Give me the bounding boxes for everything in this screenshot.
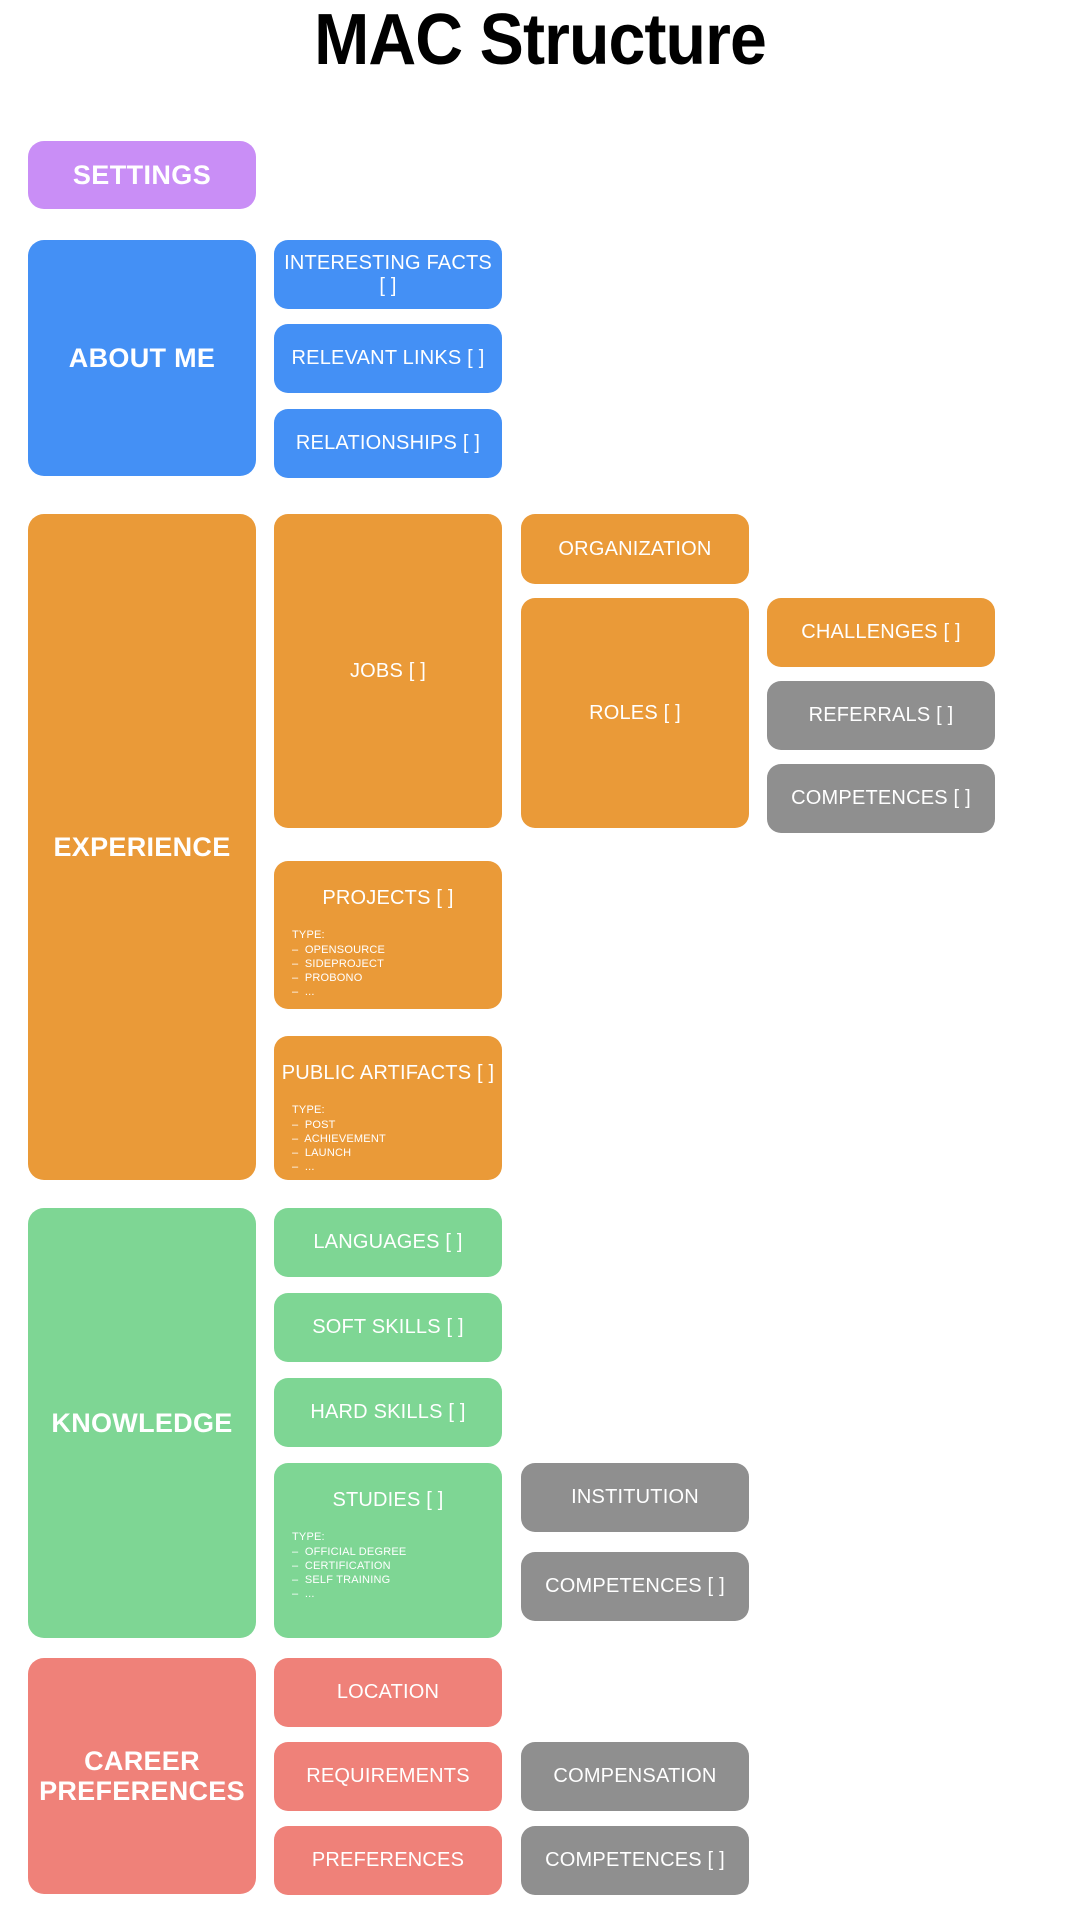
- node-experience-competences[interactable]: COMPETENCES [ ]: [767, 764, 995, 833]
- node-studies-type-item: – CERTIFICATION: [292, 1560, 391, 1573]
- node-projects-type-list: TYPE: – OPENSOURCE – SIDEPROJECT – PROBO…: [292, 928, 502, 999]
- node-projects-type-item: – SIDEPROJECT: [292, 958, 385, 971]
- node-settings[interactable]: SETTINGS: [28, 141, 256, 209]
- node-location[interactable]: LOCATION: [274, 1658, 502, 1727]
- node-institution-label: INSTITUTION: [571, 1486, 699, 1508]
- node-public-artifacts[interactable]: PUBLIC ARTIFACTS [ ] TYPE: – POST – ACHI…: [274, 1036, 502, 1180]
- node-location-label: LOCATION: [336, 1681, 440, 1703]
- node-relevant-links[interactable]: RELEVANT LINKS [ ]: [274, 324, 502, 393]
- node-career-preferences[interactable]: CAREER PREFERENCES: [28, 1658, 256, 1894]
- node-roles[interactable]: ROLES [ ]: [521, 598, 749, 828]
- node-languages-label: LANGUAGES [ ]: [313, 1231, 463, 1253]
- page-title: MAC Structure: [314, 0, 767, 80]
- node-knowledge[interactable]: KNOWLEDGE: [28, 1208, 256, 1638]
- node-public-artifacts-type-item: – ...: [292, 1161, 315, 1174]
- node-public-artifacts-type-item: – ACHIEVEMENT: [292, 1133, 386, 1146]
- node-studies-label: STUDIES [ ]: [332, 1489, 444, 1511]
- node-hard-skills-label: HARD SKILLS [ ]: [310, 1401, 466, 1423]
- node-studies[interactable]: STUDIES [ ] TYPE: – OFFICIAL DEGREE – CE…: [274, 1463, 502, 1638]
- node-challenges[interactable]: CHALLENGES [ ]: [767, 598, 995, 667]
- node-hard-skills[interactable]: HARD SKILLS [ ]: [274, 1378, 502, 1447]
- node-referrals-label: REFERRALS [ ]: [808, 704, 954, 726]
- node-career-preferences-label-line2: PREFERENCES: [39, 1776, 245, 1806]
- node-experience-competences-label: COMPETENCES [ ]: [791, 787, 971, 809]
- node-studies-type-item: – OFFICIAL DEGREE: [292, 1546, 407, 1559]
- node-languages[interactable]: LANGUAGES [ ]: [274, 1208, 502, 1277]
- node-public-artifacts-type-item: – POST: [292, 1119, 336, 1132]
- node-organization-label: ORGANIZATION: [558, 537, 712, 560]
- node-projects-type-item: – PROBONO: [292, 972, 363, 985]
- node-interesting-facts[interactable]: INTERESTING FACTS [ ]: [274, 240, 502, 309]
- node-settings-label: SETTINGS: [72, 159, 212, 190]
- node-knowledge-competences-label: COMPETENCES [ ]: [545, 1575, 725, 1597]
- node-jobs[interactable]: JOBS [ ]: [274, 514, 502, 828]
- node-projects-type-item: – OPENSOURCE: [292, 944, 386, 957]
- node-projects[interactable]: PROJECTS [ ] TYPE: – OPENSOURCE – SIDEPR…: [274, 861, 502, 1009]
- node-compensation[interactable]: COMPENSATION: [521, 1742, 749, 1811]
- node-career-preferences-label-line1: CAREER: [84, 1745, 200, 1776]
- node-preferences-label: PREFERENCES: [311, 1849, 465, 1871]
- node-career-competences-label: COMPETENCES [ ]: [545, 1849, 725, 1871]
- node-public-artifacts-type-heading: TYPE:: [292, 1104, 325, 1116]
- node-public-artifacts-label: PUBLIC ARTIFACTS [ ]: [281, 1062, 495, 1084]
- node-studies-type-heading: TYPE:: [292, 1531, 325, 1543]
- node-studies-type-item: – SELF TRAINING: [292, 1574, 391, 1587]
- node-projects-type-heading: TYPE:: [292, 929, 325, 941]
- node-challenges-label: CHALLENGES [ ]: [801, 621, 961, 643]
- node-soft-skills[interactable]: SOFT SKILLS [ ]: [274, 1293, 502, 1362]
- node-experience[interactable]: EXPERIENCE: [28, 514, 256, 1180]
- node-about-me-label: ABOUT ME: [68, 342, 216, 373]
- node-projects-label: PROJECTS [ ]: [322, 887, 454, 909]
- node-interesting-facts-label: INTERESTING FACTS [ ]: [284, 251, 492, 297]
- node-compensation-label: COMPENSATION: [553, 1765, 717, 1787]
- node-requirements[interactable]: REQUIREMENTS: [274, 1742, 502, 1811]
- node-studies-type-item: – ...: [292, 1588, 315, 1601]
- node-public-artifacts-type-item: – LAUNCH: [292, 1147, 352, 1160]
- node-roles-label: ROLES [ ]: [589, 701, 681, 724]
- node-relationships[interactable]: RELATIONSHIPS [ ]: [274, 409, 502, 478]
- node-career-preferences-label: CAREER PREFERENCES: [39, 1746, 245, 1806]
- node-knowledge-label: KNOWLEDGE: [51, 1407, 233, 1438]
- node-requirements-label: REQUIREMENTS: [306, 1765, 470, 1787]
- node-public-artifacts-type-list: TYPE: – POST – ACHIEVEMENT – LAUNCH – ..…: [292, 1103, 502, 1174]
- node-relevant-links-label: RELEVANT LINKS [ ]: [291, 347, 485, 369]
- node-projects-type-item: – ...: [292, 986, 315, 999]
- node-studies-type-list: TYPE: – OFFICIAL DEGREE – CERTIFICATION …: [292, 1530, 502, 1601]
- node-organization[interactable]: ORGANIZATION: [521, 514, 749, 584]
- node-preferences[interactable]: PREFERENCES: [274, 1826, 502, 1895]
- node-relationships-label: RELATIONSHIPS [ ]: [295, 432, 481, 454]
- node-experience-label: EXPERIENCE: [53, 831, 231, 862]
- node-referrals[interactable]: REFERRALS [ ]: [767, 681, 995, 750]
- node-about-me[interactable]: ABOUT ME: [28, 240, 256, 476]
- node-institution[interactable]: INSTITUTION: [521, 1463, 749, 1532]
- node-jobs-label: JOBS [ ]: [349, 659, 427, 682]
- node-knowledge-competences[interactable]: COMPETENCES [ ]: [521, 1552, 749, 1621]
- node-career-competences[interactable]: COMPETENCES [ ]: [521, 1826, 749, 1895]
- node-soft-skills-label: SOFT SKILLS [ ]: [312, 1316, 464, 1338]
